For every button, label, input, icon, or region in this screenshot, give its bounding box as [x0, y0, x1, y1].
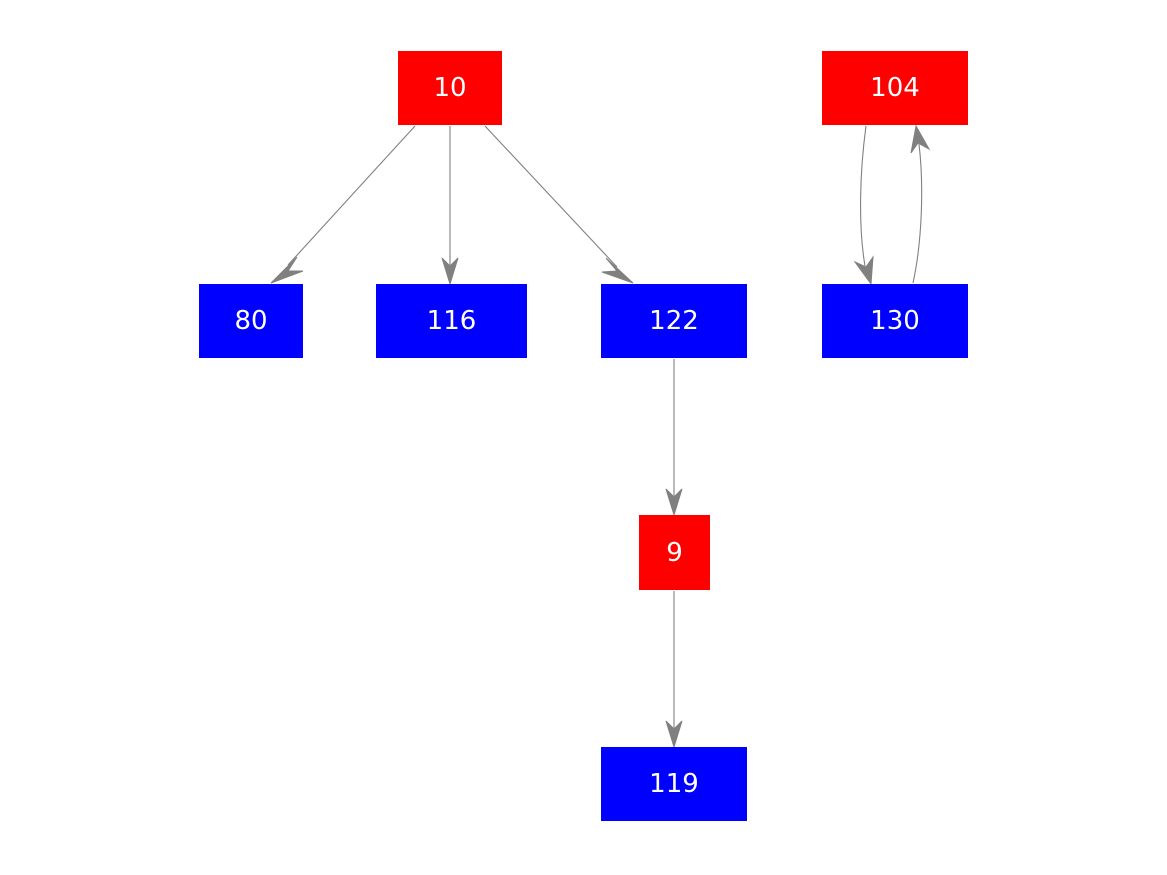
node-116-label: 116 — [426, 306, 477, 336]
node-80[interactable]: 80 — [199, 284, 303, 358]
node-80-label: 80 — [234, 306, 268, 336]
edge-10-to-122 — [484, 125, 634, 284]
edge-122-to-9 — [665, 359, 683, 517]
node-130-label: 130 — [870, 306, 920, 336]
edge-10-to-80 — [270, 125, 416, 284]
node-104-label: 104 — [870, 73, 920, 103]
node-104[interactable]: 104 — [822, 51, 968, 125]
edge-9-to-119 — [665, 591, 683, 749]
node-130[interactable]: 130 — [822, 284, 968, 358]
node-122[interactable]: 122 — [601, 284, 747, 358]
node-10-label: 10 — [433, 73, 467, 103]
node-9-label: 9 — [666, 537, 683, 568]
node-119[interactable]: 119 — [601, 747, 747, 821]
edge-10-to-116 — [441, 126, 459, 286]
node-122-label: 122 — [649, 306, 699, 336]
edge-104-to-130 — [853, 125, 874, 286]
node-9[interactable]: 9 — [639, 515, 710, 590]
node-10[interactable]: 10 — [398, 51, 502, 125]
node-116[interactable]: 116 — [376, 284, 527, 358]
edge-130-to-104 — [910, 124, 931, 284]
node-119-label: 119 — [649, 769, 699, 799]
